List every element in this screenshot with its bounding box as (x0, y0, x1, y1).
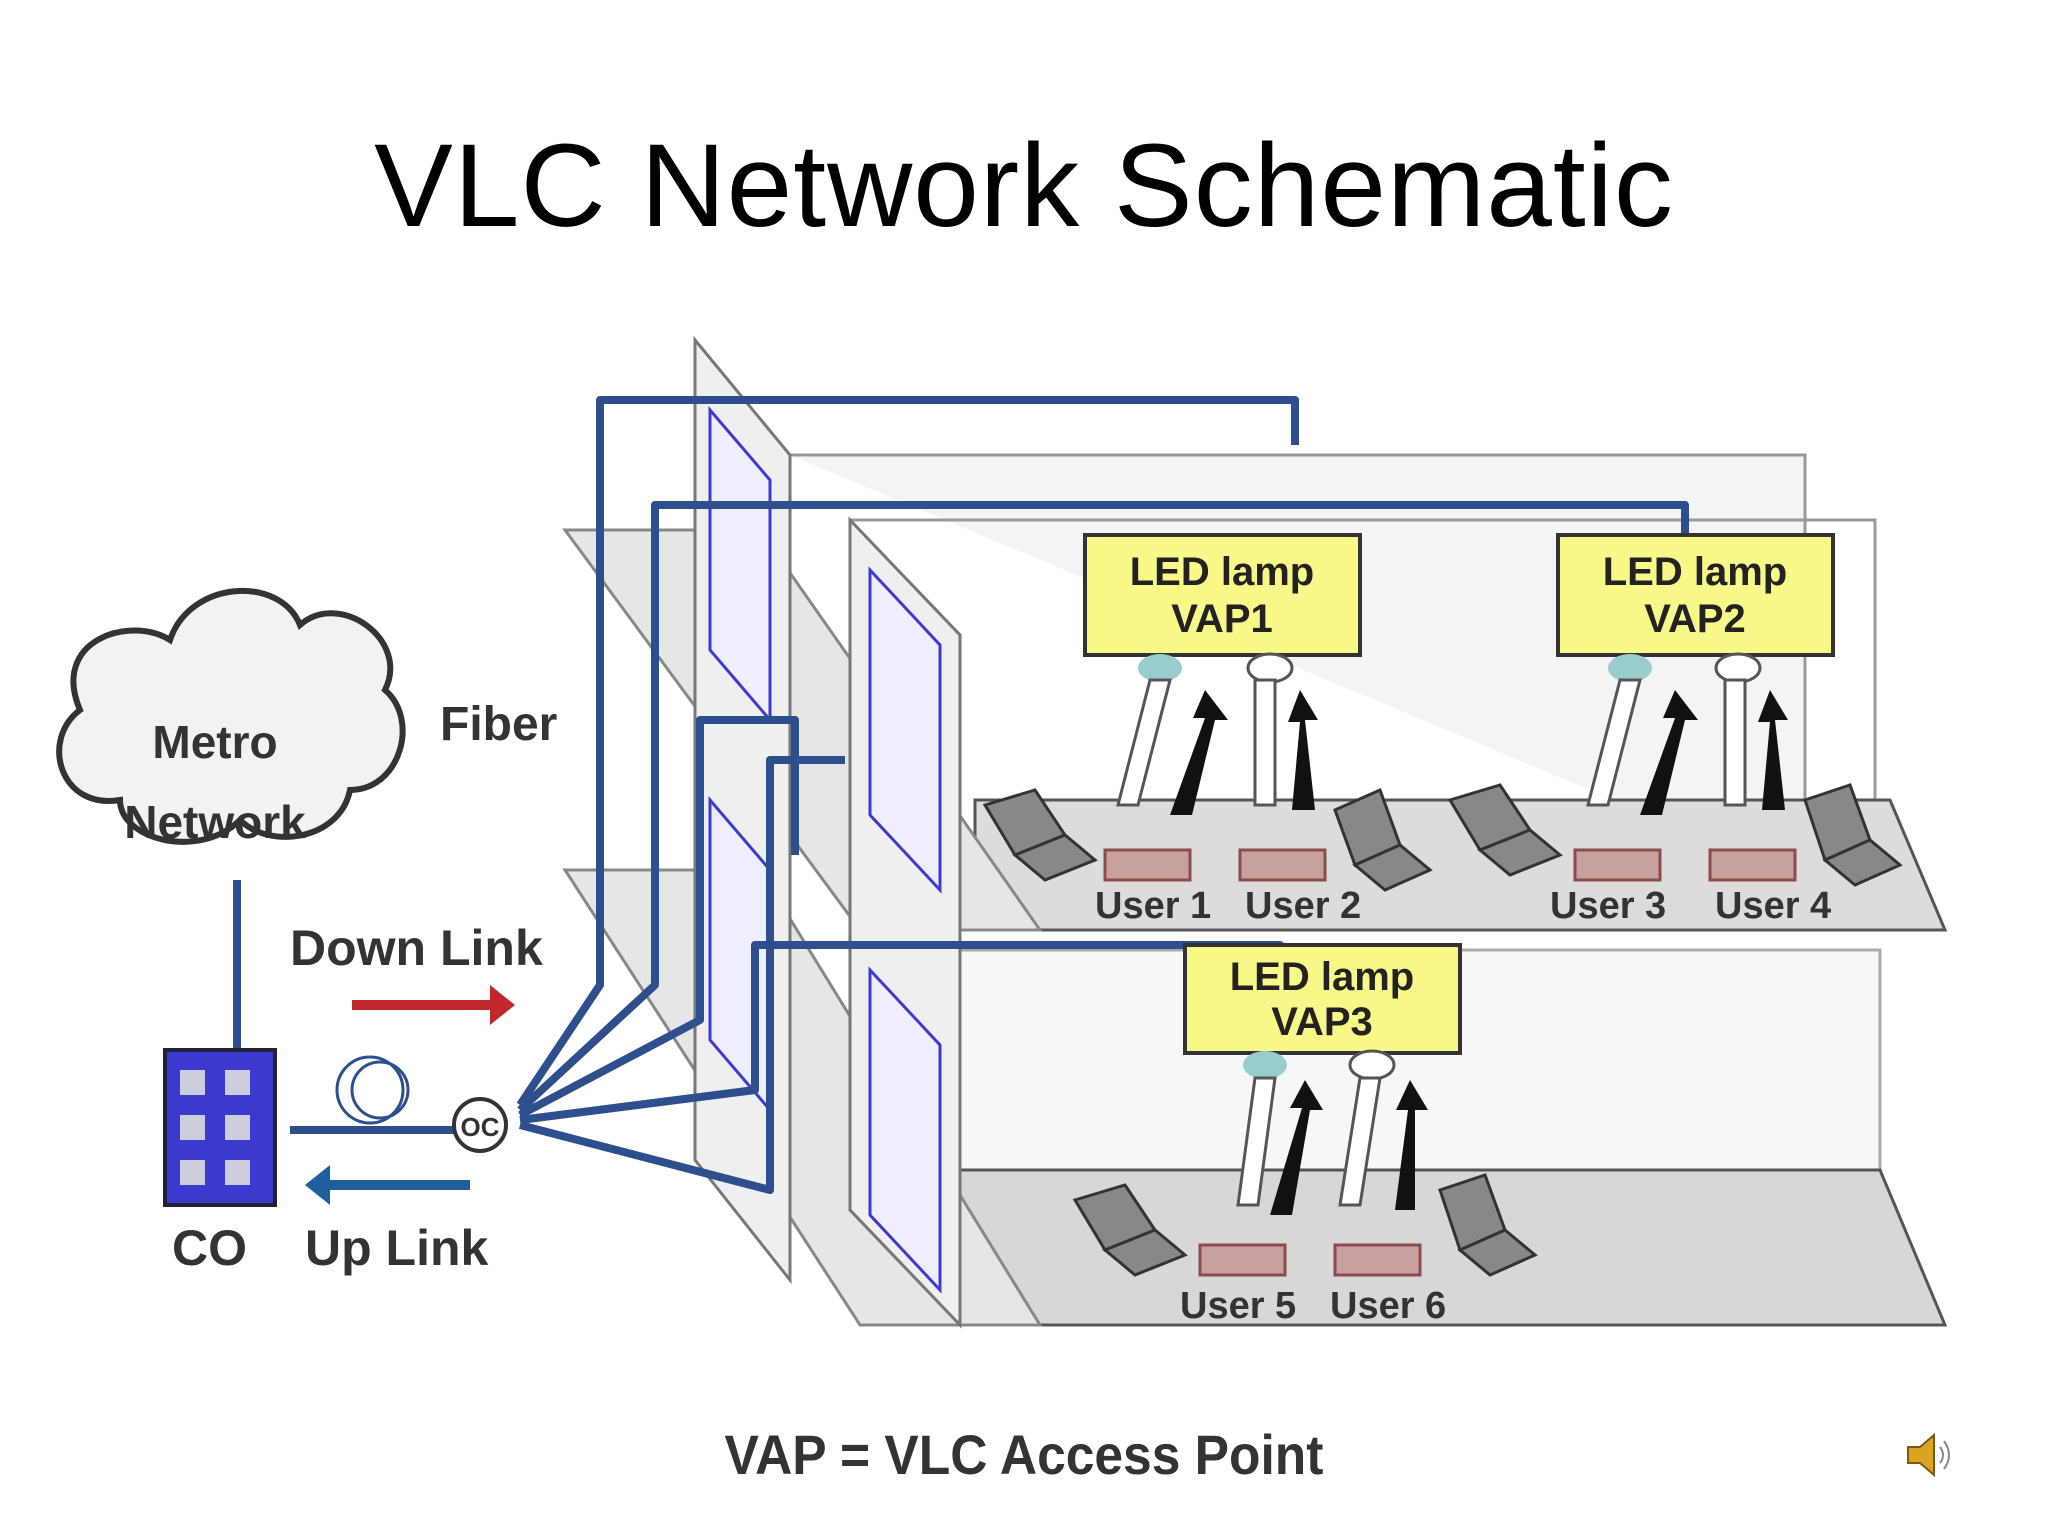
svg-text:LED lamp: LED lamp (1603, 550, 1787, 594)
speaker-icon[interactable] (1900, 1425, 1960, 1485)
co-label: CO (172, 1220, 247, 1276)
optical-coupler: OC (452, 1097, 508, 1153)
user-4-label: User 4 (1715, 885, 1831, 927)
window-4 (868, 966, 942, 1294)
down-link-arrow (352, 985, 515, 1025)
svg-text:VAP1: VAP1 (1171, 597, 1273, 641)
light-beams (1116, 652, 1788, 1215)
svg-text:LED lamp: LED lamp (1230, 955, 1414, 999)
svg-text:VAP2: VAP2 (1644, 597, 1746, 641)
fiber-label: Fiber (440, 698, 557, 751)
vap3-box: LED lamp VAP3 (1183, 943, 1462, 1055)
cloud-label-1: Metro (152, 716, 277, 768)
upper-back-wall (790, 453, 1807, 880)
up-link-label: Up Link (305, 1220, 489, 1276)
user-2-label: User 2 (1245, 885, 1361, 927)
svg-text:VAP3: VAP3 (1271, 1000, 1373, 1044)
svg-text:LED lamp: LED lamp (1130, 550, 1314, 594)
vap1-box: LED lamp VAP1 (1083, 533, 1362, 657)
fiber-to-vap1 (518, 716, 799, 1119)
down-link-label: Down Link (290, 920, 543, 976)
vap2-box: LED lamp VAP2 (1556, 533, 1835, 657)
user-5-label: User 5 (1180, 1285, 1296, 1327)
fiber-to-vap2 (517, 501, 1689, 1113)
co-building (163, 1048, 277, 1207)
user-devices (1103, 848, 1797, 1277)
user-6-label: User 6 (1330, 1285, 1446, 1327)
diagram-caption: VAP = VLC Access Point (724, 1423, 1324, 1486)
fiber-coil (335, 1055, 410, 1125)
slide-title: VLC Network Schematic (374, 120, 1674, 252)
metro-network-cloud: Metro Network (56, 587, 406, 848)
window-3 (868, 566, 942, 894)
user-3-label: User 3 (1550, 885, 1666, 927)
fiber-to-floor (518, 756, 845, 1194)
laptops (982, 783, 1903, 1277)
user-labels: User 1 User 2 User 3 User 4 User 5 User … (1095, 885, 1831, 1327)
fiber-to-vap-top (516, 396, 1299, 1108)
fiber-lines (233, 396, 1689, 1194)
up-link-arrow (305, 1165, 470, 1205)
mid-back-wall (850, 518, 1877, 930)
cloud-label-2: Network (124, 796, 306, 848)
svg-text:OC: OC (461, 1112, 500, 1142)
user-1-label: User 1 (1095, 885, 1211, 927)
